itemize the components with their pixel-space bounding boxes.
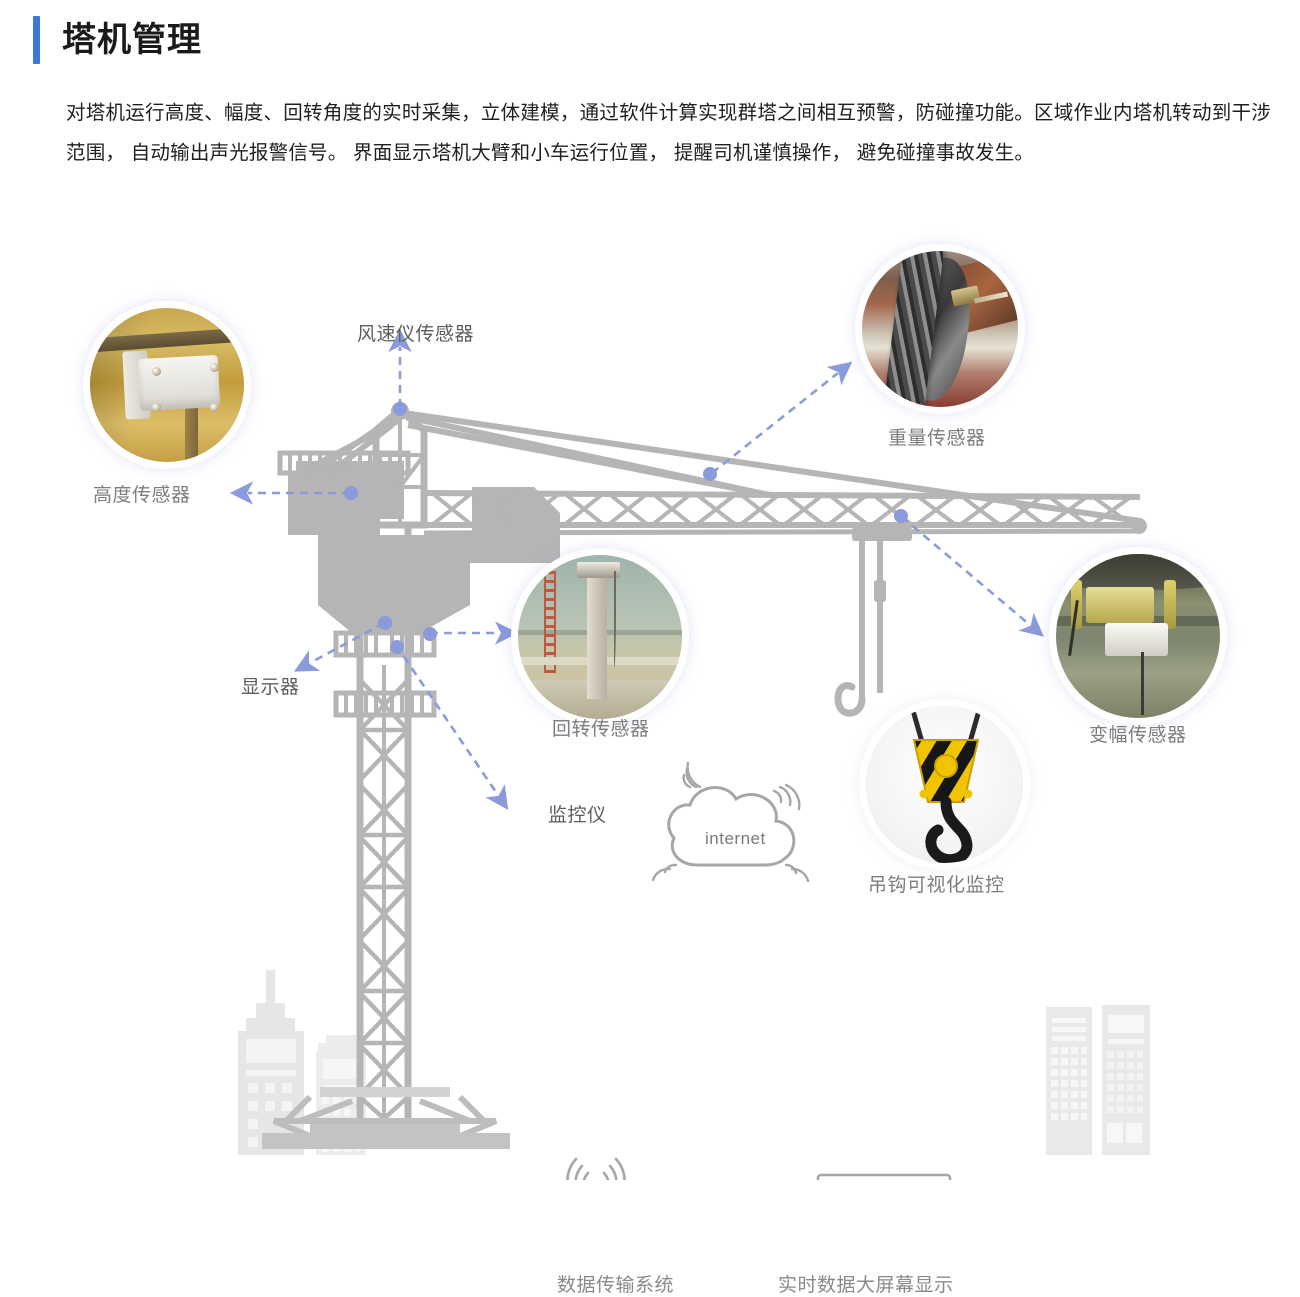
- amplitude-sensor-photo: [1056, 554, 1220, 718]
- page-title: 塔机管理: [62, 21, 202, 59]
- arrow-monitor: [394, 644, 509, 811]
- monitor-label: 监控仪: [548, 805, 607, 826]
- callout-origin-dots: [344, 402, 908, 654]
- crane-hook-photo: [866, 706, 1023, 863]
- background-buildings-right-windows: [1051, 1015, 1144, 1143]
- rotation-sensor-photo: [518, 555, 682, 719]
- height-sensor-label: 高度传感器: [93, 485, 191, 506]
- crane-hook-glyph: [911, 711, 981, 863]
- anemometer-label: 风速仪传感器: [357, 324, 475, 345]
- callout-arrows: [229, 328, 1044, 811]
- display-label: 显示器: [241, 677, 300, 698]
- amplitude-sensor-label: 变幅传感器: [1089, 725, 1187, 746]
- trolley-and-hook: [834, 527, 912, 717]
- crane-base: [262, 1087, 510, 1149]
- rotation-sensor-label: 回转传感器: [552, 719, 650, 740]
- monitor-chart-icon: [816, 1173, 952, 1180]
- arrow-display: [293, 621, 385, 672]
- big-screen-label: 实时数据大屏幕显示: [778, 1275, 954, 1296]
- page-description: 对塔机运行高度、幅度、回转角度的实时采集，立体建模，通过软件计算实现群塔之间相互…: [66, 102, 1271, 164]
- internet-cloud-label: internet: [705, 829, 766, 848]
- background-building-tall-windows: [246, 1039, 296, 1147]
- weight-sensor-label: 重量传感器: [888, 428, 986, 449]
- counterweight: [288, 473, 380, 535]
- crane-illustration-svg: [229, 328, 1150, 1180]
- counter-jib-ties: [290, 412, 400, 490]
- router-antenna-icon: [566, 1157, 626, 1180]
- cloud-wifi-icon: [651, 761, 810, 883]
- height-sensor-photo: [90, 308, 244, 462]
- weight-sensor-photo: [862, 251, 1018, 407]
- data-transmission-label: 数据传输系统: [557, 1275, 675, 1296]
- tower-crane-diagram: 高度传感器 重量传感器 回转传感器: [0, 225, 1300, 1296]
- hook-monitor-label: 吊钩可视化监控: [868, 875, 1005, 896]
- title-accent-bar: [33, 16, 40, 64]
- title-row: 塔机管理: [33, 16, 202, 64]
- tower-crane-structure: [262, 402, 1147, 1149]
